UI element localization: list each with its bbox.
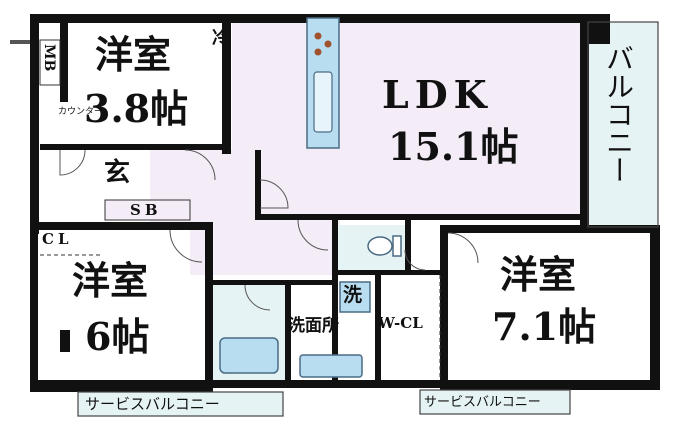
washer-space bbox=[339, 281, 371, 313]
kitchen-counter bbox=[306, 17, 340, 149]
western3-size: 7.1帖 bbox=[492, 304, 597, 349]
toilet-fixture bbox=[367, 235, 402, 257]
ldk-size: 15.1帖 bbox=[388, 124, 519, 169]
western2-size: 6帖 bbox=[85, 314, 150, 359]
washer-label: 洗 bbox=[343, 284, 363, 306]
shoe-box-outline bbox=[104, 199, 191, 221]
door-swings bbox=[59, 149, 479, 311]
ldk-name: LDK bbox=[382, 72, 493, 117]
washroom-label: 洗面所 bbox=[288, 316, 339, 336]
western2-name: 洋室 bbox=[72, 258, 149, 303]
balcony-outline bbox=[587, 21, 659, 228]
service-balcony-left-label: サービスバルコニー bbox=[85, 395, 220, 413]
balcony-floor bbox=[588, 22, 658, 227]
ldk-floor bbox=[232, 22, 582, 220]
western1-name: 洋室 bbox=[95, 32, 172, 77]
western1-size: 3.8帖 bbox=[84, 86, 189, 131]
meter-box-label: MB bbox=[41, 44, 57, 72]
counter-label: カウンター bbox=[58, 107, 104, 117]
western3-name: 洋室 bbox=[500, 252, 577, 297]
washbasin bbox=[299, 354, 363, 378]
wcl-label: W-CL bbox=[378, 314, 423, 332]
entrance-label: 玄 bbox=[104, 158, 131, 188]
service-balcony-right-outline bbox=[419, 389, 571, 415]
balcony-label: バルコニー bbox=[602, 44, 635, 184]
bathtub bbox=[219, 337, 279, 374]
meter-box bbox=[39, 39, 61, 86]
fridge-label: 冷 bbox=[212, 28, 230, 49]
service-balcony-right-label: サービスバルコニー bbox=[424, 395, 541, 410]
service-balcony-left-outline bbox=[77, 391, 284, 417]
closet-label: CL bbox=[42, 230, 73, 248]
shoe-box-label: SB bbox=[130, 201, 162, 219]
